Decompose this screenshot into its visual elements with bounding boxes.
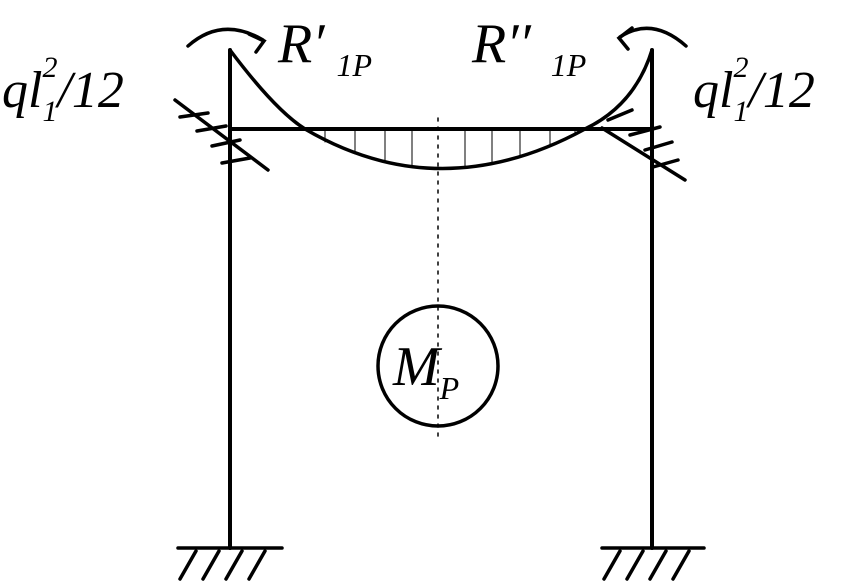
left-clamp-support [173, 98, 270, 172]
diagram-name-circle [376, 304, 500, 428]
label-diagram-name: MP [392, 336, 459, 406]
right-reaction-arrow [616, 26, 688, 51]
left-reaction-arrow [186, 27, 267, 54]
label-moment-right: ql12/12 [693, 51, 815, 128]
label-moment-left: ql12/12 [2, 51, 124, 128]
moment-diagram-hatching [324, 128, 576, 169]
right-fixed-base [600, 546, 706, 581]
left-fixed-base [176, 546, 284, 581]
label-reaction-left: R′1P [277, 13, 372, 83]
right-clamp-support [600, 108, 687, 182]
moment-diagram-curve [228, 48, 654, 171]
label-reaction-right: R′′1P [471, 13, 586, 83]
